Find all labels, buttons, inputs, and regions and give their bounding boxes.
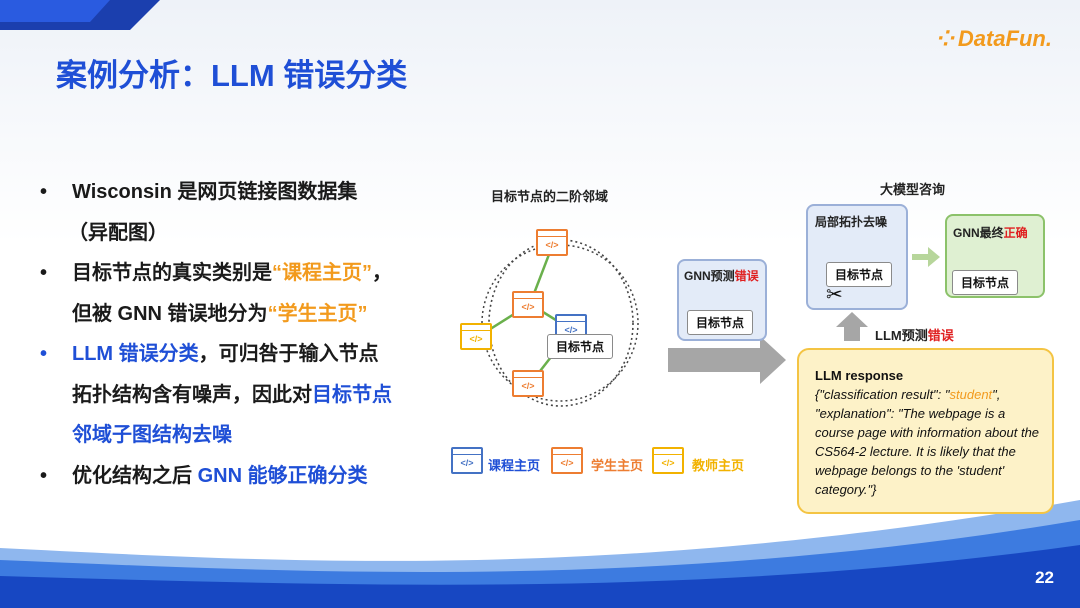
legend-student-label: 学生主页 bbox=[591, 458, 644, 473]
node-teacher-left: </> bbox=[460, 323, 492, 350]
response-title: LLM response bbox=[815, 368, 904, 383]
bullet-2: •目标节点的真实类别是“课程主页”，但被 GNN 错误地分为“学生主页” bbox=[40, 262, 392, 325]
legend-course-icon: </> bbox=[451, 447, 483, 474]
gnn-prediction-label: GNN预测错误 bbox=[684, 269, 759, 283]
corner-decoration bbox=[0, 0, 160, 30]
page-number: 22 bbox=[1035, 568, 1054, 587]
gnn-final-label: GNN最终正确 bbox=[953, 226, 1028, 240]
node-student-bottom: </> bbox=[512, 370, 544, 397]
scissors-icon: ✂ bbox=[826, 284, 843, 306]
legend-teacher-icon: </> bbox=[652, 447, 684, 474]
bullet-1: •Wisconsin 是网页链接图数据集（异配图） bbox=[40, 181, 358, 244]
gnn-target-node: 目标节点 bbox=[687, 310, 754, 335]
datafun-logo: ⁘DataFun. bbox=[937, 26, 1052, 51]
legend-student-icon: </> bbox=[551, 447, 583, 474]
denoise-label: 局部拓扑去噪 bbox=[815, 215, 888, 229]
denoise-target-node: 目标节点 bbox=[826, 262, 893, 287]
node-student-mid: </> bbox=[512, 291, 544, 318]
neighborhood-label: 目标节点的二阶邻域 bbox=[491, 189, 609, 204]
response-text: {"classification result": "student", "ex… bbox=[815, 387, 1040, 497]
legend: 课程主页 学生主页 教师主页 bbox=[451, 447, 771, 475]
legend-course-label: 课程主页 bbox=[488, 458, 541, 473]
llm-response-box: LLM response {"classification result": "… bbox=[797, 348, 1054, 514]
target-node-card: 目标节点 bbox=[547, 334, 614, 359]
bullet-list: •Wisconsin 是网页链接图数据集（异配图） •目标节点的真实类别是“课程… bbox=[40, 172, 460, 496]
denoise-panel bbox=[806, 204, 908, 310]
llm-prediction-label: LLM预测错误 bbox=[875, 328, 954, 343]
bullet-4: •优化结构之后 GNN 能够正确分类 bbox=[40, 464, 368, 487]
llm-consult-label: 大模型咨询 bbox=[880, 182, 946, 197]
legend-teacher-label: 教师主页 bbox=[692, 458, 745, 473]
bullet-3: •LLM 错误分类，可归咎于输入节点拓扑结构含有噪声，因此对目标节点邻域子图结构… bbox=[40, 343, 392, 446]
node-course-top: </> bbox=[536, 229, 568, 256]
final-target-node: 目标节点 bbox=[952, 270, 1019, 295]
page-title: 案例分析：LLM 错误分类 bbox=[56, 58, 408, 93]
